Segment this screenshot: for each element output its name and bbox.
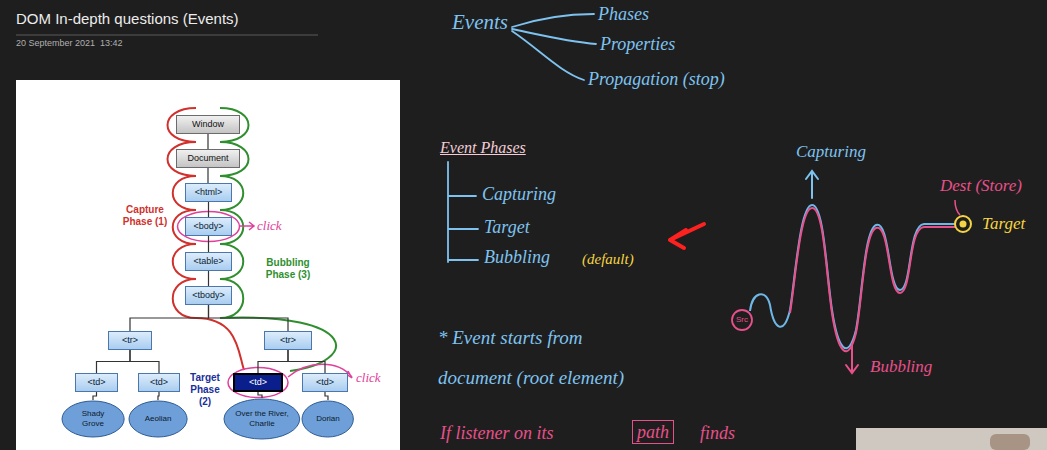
dom-node-box: <tr> xyxy=(264,331,312,350)
node-text: <td> xyxy=(150,377,168,388)
node-text: Over the River, Charlie xyxy=(234,409,290,429)
tree-connector xyxy=(258,350,288,373)
handwritten-note: (default) xyxy=(582,250,634,268)
handwritten-note: Capturing xyxy=(482,183,556,205)
branch-lines xyxy=(512,14,596,80)
node-text: <td> xyxy=(249,377,267,388)
handwritten-note: finds xyxy=(700,422,735,444)
handwritten-note: Bubbling xyxy=(484,246,550,268)
sketch-label: Dest (Store) xyxy=(940,176,1022,196)
handwritten-note: Phases xyxy=(598,3,649,25)
video-thumbnail-figure xyxy=(990,434,1030,450)
time-stamp: 13:42 xyxy=(100,38,123,49)
target-node-box: <td> xyxy=(233,373,283,392)
node-text: <tr> xyxy=(122,335,138,346)
tree-connector xyxy=(288,350,325,373)
page-title: DOM In-depth questions (Events) xyxy=(16,10,239,28)
node-text: <td> xyxy=(316,377,334,388)
date-stamp: 20 September 2021 xyxy=(16,38,95,49)
tree-connector xyxy=(208,236,209,252)
phase-tree xyxy=(448,162,478,262)
source-circle: Src xyxy=(731,309,753,331)
video-thumbnail xyxy=(856,428,1047,450)
tree-connector xyxy=(207,168,208,183)
tree-connector xyxy=(208,271,209,286)
node-text: <td> xyxy=(87,377,105,388)
handwritten-heading: Event Phases xyxy=(440,138,526,157)
node-text: Dorian xyxy=(309,414,347,424)
dom-node-box: <html> xyxy=(185,183,232,202)
handwritten-note: Target xyxy=(484,216,530,238)
handwritten-note: Properties xyxy=(600,33,675,55)
tree-connector xyxy=(130,350,159,373)
leader-line xyxy=(955,200,960,215)
pointer-mark xyxy=(670,224,704,248)
node-text: <table> xyxy=(193,256,223,267)
handwritten-note: If listener on its xyxy=(440,422,554,444)
dom-node-box: Window xyxy=(176,115,240,134)
bubbling-arrow xyxy=(846,344,858,373)
node-text: <html> xyxy=(195,187,223,198)
tree-connector xyxy=(208,202,209,217)
node-text: <tr> xyxy=(280,335,296,346)
node-text: Aeolian xyxy=(136,414,179,424)
node-text: Shady Grove xyxy=(70,409,116,429)
click-annotation: click xyxy=(356,370,381,386)
dom-node-box: <td> xyxy=(302,373,348,392)
ellipse-shape xyxy=(129,401,187,437)
node-text: Window xyxy=(192,119,224,130)
dom-node-box: <td> xyxy=(75,373,118,392)
tree-connector xyxy=(325,392,328,400)
bubbling-curve xyxy=(220,108,336,371)
node-text: <body> xyxy=(193,221,223,232)
dom-node-box: <body> xyxy=(185,217,232,236)
tree-connector xyxy=(130,305,209,331)
ellipse-shape xyxy=(224,399,300,439)
phase-label: Capture Phase (1) xyxy=(122,204,168,228)
leaf-ellipse: Aeolian xyxy=(128,400,188,438)
click-arrow xyxy=(240,222,254,230)
dom-node-box: Document xyxy=(176,149,240,168)
click-annotation: click xyxy=(257,218,282,234)
ellipse-shape xyxy=(62,401,124,437)
handwritten-note: * Event starts from document (root eleme… xyxy=(438,318,643,398)
dom-node-box: <tbody> xyxy=(185,286,232,305)
dom-node-box: <tr> xyxy=(108,331,152,350)
tree-connector xyxy=(93,392,97,400)
sketch-label: Bubbling xyxy=(870,357,932,377)
sketch-label: Capturing xyxy=(796,142,866,162)
tree-connector xyxy=(258,392,262,398)
dom-node-box: <td> xyxy=(138,373,180,392)
tree-connector xyxy=(207,134,208,149)
target-ring xyxy=(955,216,971,232)
phase-label: Target Phase (2) xyxy=(183,372,227,408)
circle-shape xyxy=(732,310,752,330)
title-rule xyxy=(16,35,318,36)
phase-label: Bubbling Phase (3) xyxy=(262,257,314,281)
handwritten-note: path xyxy=(632,420,674,444)
handwritten-note: Propagation (stop) xyxy=(588,68,725,90)
leaf-ellipse: Dorian xyxy=(301,400,354,438)
dom-node-box: <table> xyxy=(185,252,232,271)
node-text: Document xyxy=(187,153,228,164)
node-text: Src xyxy=(736,315,748,325)
capturing-arrow xyxy=(806,171,818,198)
tree-connector xyxy=(158,392,159,400)
target-dot xyxy=(960,221,967,228)
leaf-ellipse: Shady Grove xyxy=(61,400,125,438)
node-text: <tbody> xyxy=(192,290,225,301)
tree-connector xyxy=(209,305,289,331)
figure-panel xyxy=(16,80,400,450)
sketch-label: Target xyxy=(982,214,1025,234)
leaf-ellipse: Over the River, Charlie xyxy=(223,398,301,440)
capture-curve xyxy=(168,108,245,370)
bubbling-squiggle xyxy=(790,208,955,351)
handwritten-heading: Events xyxy=(452,10,508,35)
ellipse-shape xyxy=(302,401,353,437)
tree-connector xyxy=(97,350,131,373)
